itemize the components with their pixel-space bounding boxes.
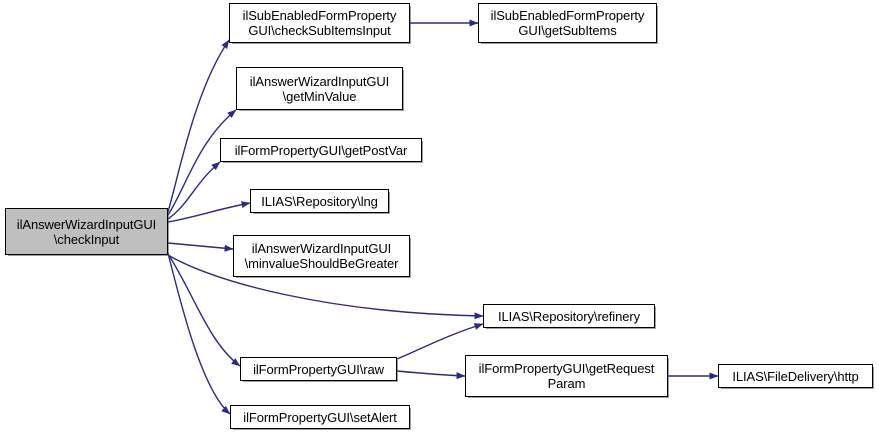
edge-root-to-lng xyxy=(167,201,251,223)
node-ilsubenabledformpropertygui-getsubitems[interactable]: ilSubEnabledFormProperty GUI\getSubItems xyxy=(478,3,657,43)
edge-root-to-minvalueshouldbegreater xyxy=(167,242,234,252)
node-ilformpropertygui-getrequestparam[interactable]: ilFormPropertyGUI\getRequest Param xyxy=(465,355,668,397)
edge-root-to-getminvalue xyxy=(167,109,237,216)
node-ilformpropertygui-raw-label: ilFormPropertyGUI\raw xyxy=(253,361,384,377)
edge-root-to-setalert xyxy=(167,252,231,415)
node-ilias-filedelivery-http[interactable]: ILIAS\FileDelivery\http xyxy=(718,364,873,388)
edge-root-to-raw xyxy=(167,253,241,367)
edge-raw-to-refinery xyxy=(396,323,484,360)
node-ilsubenabledformpropertygui-getsubitems-label: ilSubEnabledFormProperty GUI\getSubItems xyxy=(490,8,645,38)
edge-raw-to-getrequestparam xyxy=(396,370,466,380)
node-ilformpropertygui-setalert-label: ilFormPropertyGUI\setAlert xyxy=(243,409,397,425)
node-ilformpropertygui-getpostvar[interactable]: ilFormPropertyGUI\getPostVar xyxy=(220,138,422,162)
edge-root-to-refinery xyxy=(167,254,484,320)
node-ilanswerwizardinputgui-getminvalue-label: ilAnswerWizardInputGUI \getMinValue xyxy=(249,73,390,104)
node-ilformpropertygui-raw[interactable]: ilFormPropertyGUI\raw xyxy=(240,357,397,381)
node-ilanswerwizardinputgui-minvalueshouldbegreater[interactable]: ilAnswerWizardInputGUI \minvalueShouldBe… xyxy=(233,235,410,277)
edge-root-to-getpostvar xyxy=(167,161,221,220)
node-ilformpropertygui-getpostvar-label: ilFormPropertyGUI\getPostVar xyxy=(234,142,408,158)
node-ilanswerwizardinputgui-minvalueshouldbegreater-label: ilAnswerWizardInputGUI \minvalueShouldBe… xyxy=(244,241,399,271)
node-ilsubenabledformpropertygui-checksubitemsinput[interactable]: ilSubEnabledFormProperty GUI\checkSubIte… xyxy=(229,3,410,43)
node-ilsubenabledformpropertygui-checksubitemsinput-label: ilSubEnabledFormProperty GUI\checkSubIte… xyxy=(242,8,397,38)
node-ilias-filedelivery-http-label: ILIAS\FileDelivery\http xyxy=(732,368,859,384)
node-ilias-repository-lng-label: ILIAS\Repository\lng xyxy=(261,193,378,209)
node-ilias-repository-refinery[interactable]: ILIAS\Repository\refinery xyxy=(483,304,655,328)
node-ilanswerwizardinputgui-checkinput-label: ilAnswerWizardInputGUI \checkInput xyxy=(16,216,157,247)
node-ilias-repository-refinery-label: ILIAS\Repository\refinery xyxy=(497,308,640,324)
node-ilformpropertygui-setalert[interactable]: ilFormPropertyGUI\setAlert xyxy=(230,405,410,429)
node-ilanswerwizardinputgui-checkinput[interactable]: ilAnswerWizardInputGUI \checkInput xyxy=(5,208,168,255)
node-ilformpropertygui-getrequestparam-label: ilFormPropertyGUI\getRequest Param xyxy=(478,361,655,391)
node-ilanswerwizardinputgui-getminvalue[interactable]: ilAnswerWizardInputGUI \getMinValue xyxy=(236,67,403,110)
node-ilias-repository-lng[interactable]: ILIAS\Repository\lng xyxy=(250,189,389,213)
edge-root-to-checksubitemsinput xyxy=(167,39,230,213)
